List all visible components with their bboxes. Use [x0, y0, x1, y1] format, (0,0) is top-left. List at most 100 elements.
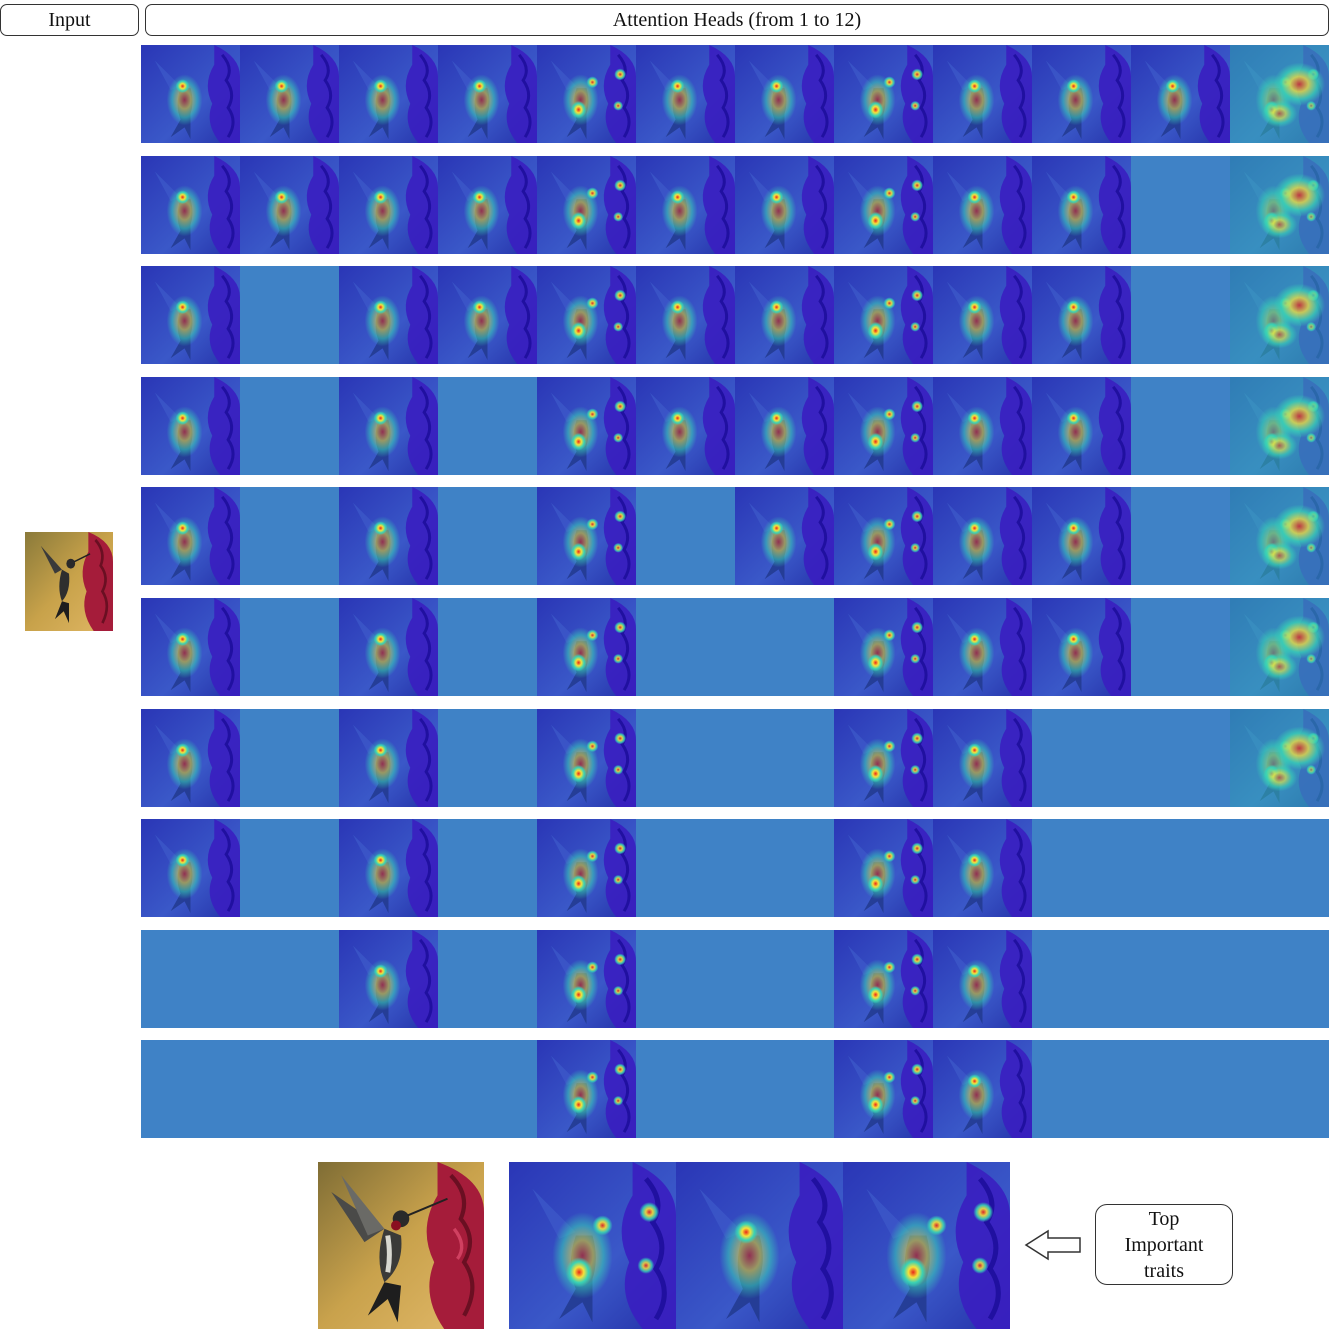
- pruned-head-r7-h2: [240, 709, 339, 807]
- attention-map-r4-h6: [636, 377, 735, 475]
- attention-map-r6-h3: [339, 598, 438, 696]
- attention-map-r2-h12: [1230, 156, 1329, 254]
- input-header-label: Input: [48, 8, 91, 31]
- attention-map-r7-h3: [339, 709, 438, 807]
- attention-map-r10-h5: [537, 1040, 636, 1138]
- attention-map-r9-h9: [933, 930, 1032, 1028]
- attention-map-r1-h12: [1230, 45, 1329, 143]
- attention-map-r6-h12: [1230, 598, 1329, 696]
- pruned-head-r8-h12: [1230, 819, 1329, 917]
- top-head-map-3: [843, 1162, 1010, 1329]
- pruned-head-r3-h11: [1131, 266, 1230, 364]
- pruned-head-r10-h1: [141, 1040, 240, 1138]
- pruned-head-r8-h6: [636, 819, 735, 917]
- pruned-head-r5-h6: [636, 487, 735, 585]
- attention-map-r8-h9: [933, 819, 1032, 917]
- attention-map-r2-h1: [141, 156, 240, 254]
- pruned-head-r4-h11: [1131, 377, 1230, 475]
- attention-map-r2-h7: [735, 156, 834, 254]
- attention-map-r10-h8: [834, 1040, 933, 1138]
- attention-heads-header: Attention Heads (from 1 to 12): [145, 4, 1329, 36]
- attention-map-r5-h5: [537, 487, 636, 585]
- attention-map-r8-h8: [834, 819, 933, 917]
- pruned-head-r6-h7: [735, 598, 834, 696]
- pruned-head-r8-h2: [240, 819, 339, 917]
- attention-map-r1-h7: [735, 45, 834, 143]
- pruned-head-r8-h10: [1032, 819, 1131, 917]
- attention-map-r3-h3: [339, 266, 438, 364]
- pruned-head-r9-h2: [240, 930, 339, 1028]
- attention-map-r1-h5: [537, 45, 636, 143]
- attention-map-r5-h7: [735, 487, 834, 585]
- attention-map-r3-h6: [636, 266, 735, 364]
- top-important-traits-box: Top Important traits: [1095, 1204, 1233, 1285]
- attention-map-r4-h5: [537, 377, 636, 475]
- attention-map-r1-h3: [339, 45, 438, 143]
- attention-map-r4-h12: [1230, 377, 1329, 475]
- attention-map-r2-h9: [933, 156, 1032, 254]
- attention-map-r1-h2: [240, 45, 339, 143]
- pruned-head-r2-h11: [1131, 156, 1230, 254]
- attention-map-r3-h9: [933, 266, 1032, 364]
- attention-map-r1-h8: [834, 45, 933, 143]
- attention-map-r1-h9: [933, 45, 1032, 143]
- pruned-head-r7-h10: [1032, 709, 1131, 807]
- attention-map-r1-h4: [438, 45, 537, 143]
- attention-map-r4-h3: [339, 377, 438, 475]
- traits-label-line-1: Top: [1148, 1207, 1180, 1230]
- pruned-head-r7-h4: [438, 709, 537, 807]
- pruned-head-r5-h4: [438, 487, 537, 585]
- attention-map-r6-h10: [1032, 598, 1131, 696]
- attention-map-r3-h7: [735, 266, 834, 364]
- input-image: [25, 532, 113, 631]
- attention-map-r4-h9: [933, 377, 1032, 475]
- pruned-head-r9-h11: [1131, 930, 1230, 1028]
- attention-map-r3-h10: [1032, 266, 1131, 364]
- attention-map-r2-h5: [537, 156, 636, 254]
- top-head-map-1: [509, 1162, 676, 1329]
- pruned-head-r4-h4: [438, 377, 537, 475]
- attention-map-r4-h8: [834, 377, 933, 475]
- pruned-head-r7-h11: [1131, 709, 1230, 807]
- attention-map-r2-h4: [438, 156, 537, 254]
- pruned-head-r6-h11: [1131, 598, 1230, 696]
- pruned-head-r9-h1: [141, 930, 240, 1028]
- pruned-head-r8-h7: [735, 819, 834, 917]
- traits-label-line-3: traits: [1144, 1259, 1184, 1282]
- attention-map-r6-h8: [834, 598, 933, 696]
- pruned-head-r9-h4: [438, 930, 537, 1028]
- attention-map-r6-h5: [537, 598, 636, 696]
- attention-map-r9-h8: [834, 930, 933, 1028]
- traits-label-line-2: Important: [1124, 1233, 1204, 1256]
- pruned-head-r9-h7: [735, 930, 834, 1028]
- attention-map-r3-h5: [537, 266, 636, 364]
- pruned-head-r9-h12: [1230, 930, 1329, 1028]
- attention-map-r6-h1: [141, 598, 240, 696]
- attention-map-r2-h2: [240, 156, 339, 254]
- pruned-head-r7-h7: [735, 709, 834, 807]
- attention-map-r10-h9: [933, 1040, 1032, 1138]
- pruned-head-r10-h2: [240, 1040, 339, 1138]
- attention-map-r5-h12: [1230, 487, 1329, 585]
- pruned-head-r10-h6: [636, 1040, 735, 1138]
- attention-map-r7-h9: [933, 709, 1032, 807]
- attention-map-r2-h6: [636, 156, 735, 254]
- attention-map-r7-h5: [537, 709, 636, 807]
- attention-map-r7-h1: [141, 709, 240, 807]
- pruned-head-r10-h4: [438, 1040, 537, 1138]
- attention-map-r1-h10: [1032, 45, 1131, 143]
- pruned-head-r3-h2: [240, 266, 339, 364]
- attention-map-r3-h1: [141, 266, 240, 364]
- attention-map-r5-h9: [933, 487, 1032, 585]
- pruned-head-r8-h11: [1131, 819, 1230, 917]
- attention-map-r5-h1: [141, 487, 240, 585]
- attention-map-r2-h10: [1032, 156, 1131, 254]
- attention-map-r8-h5: [537, 819, 636, 917]
- attention-heads-header-label: Attention Heads (from 1 to 12): [612, 8, 862, 31]
- attention-map-r8-h3: [339, 819, 438, 917]
- attention-map-r9-h3: [339, 930, 438, 1028]
- attention-map-r3-h12: [1230, 266, 1329, 364]
- attention-map-r8-h1: [141, 819, 240, 917]
- attention-heads-grid: [141, 45, 1329, 1138]
- pruned-head-r5-h2: [240, 487, 339, 585]
